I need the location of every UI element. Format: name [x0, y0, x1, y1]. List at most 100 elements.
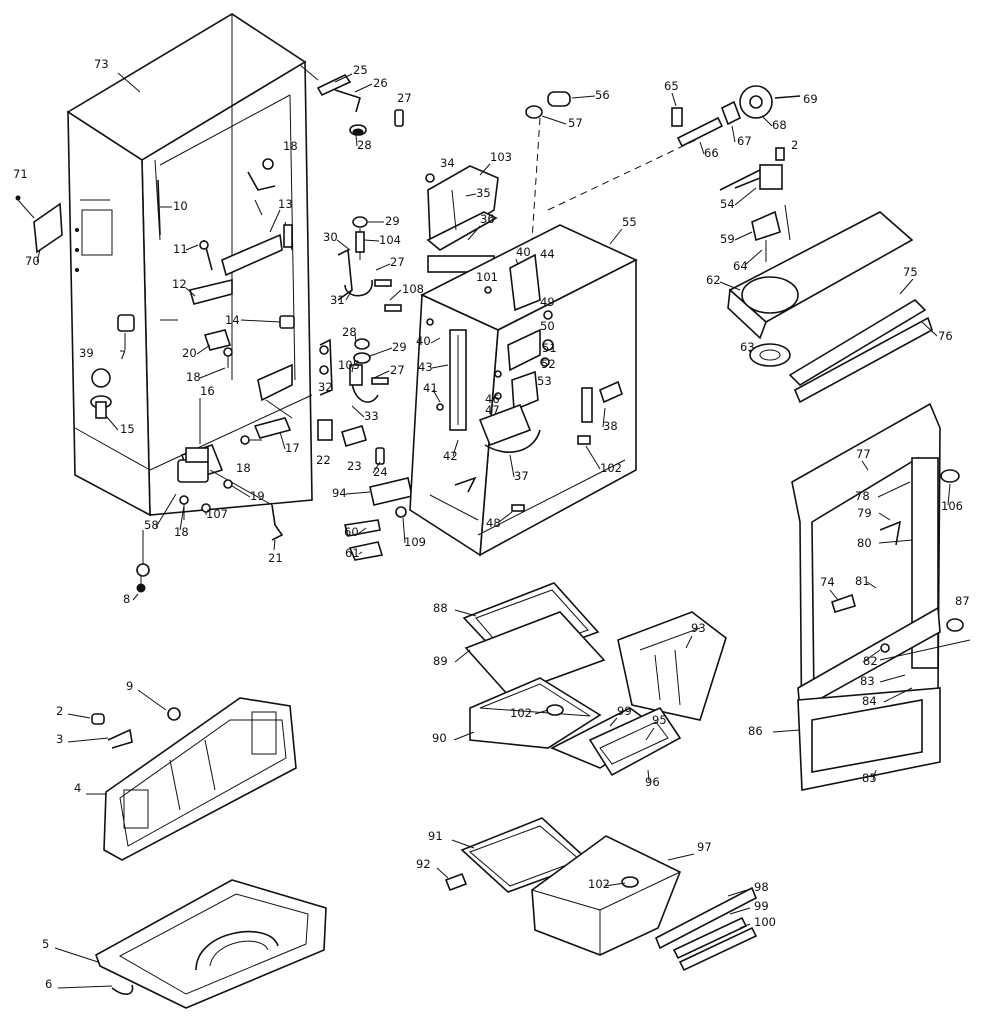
part-label: 27 [390, 255, 405, 269]
part-label: 60 [344, 525, 359, 539]
part-label: 32 [318, 380, 333, 394]
part-label: 21 [268, 551, 283, 565]
part-label: 82 [863, 654, 878, 668]
part-label: 66 [704, 146, 719, 160]
part-label: 87 [955, 594, 970, 608]
leader-line [879, 674, 906, 683]
relay-assembly [136, 435, 284, 593]
leader-line [453, 731, 475, 741]
leader-line [372, 461, 381, 474]
part-label: 3 [56, 732, 63, 746]
leader-line [602, 407, 606, 428]
part-label: 100 [754, 915, 776, 929]
leader-line [375, 263, 391, 271]
part-label: 61 [345, 546, 360, 560]
part-label: 34 [440, 156, 455, 170]
leader-line [454, 609, 477, 617]
leader-line [67, 713, 91, 719]
leader-line [273, 539, 276, 551]
part-label: 18 [236, 461, 251, 475]
cabinet-internal-parts [90, 158, 295, 439]
part-label: 105 [338, 358, 360, 372]
part-label: 102 [510, 706, 532, 720]
part-label: 48 [486, 516, 501, 530]
leader-line [872, 769, 877, 781]
part-label: 53 [537, 374, 552, 388]
lower-drawer [444, 817, 758, 972]
leader-line [54, 947, 99, 963]
part-label: 6 [45, 977, 52, 991]
leader-line [878, 539, 913, 544]
leader-line [866, 581, 877, 589]
part-label: 40 [416, 334, 431, 348]
leader-line [436, 867, 449, 879]
leader-line [479, 163, 491, 176]
leader-line [498, 511, 513, 523]
part-label: 18 [174, 525, 189, 539]
leader-line [358, 551, 363, 555]
leader-line [647, 769, 650, 782]
part-label: 15 [120, 422, 135, 436]
part-label: 103 [490, 150, 512, 164]
part-label: 62 [706, 273, 721, 287]
leader-line [878, 512, 891, 521]
control-housing [425, 165, 499, 273]
fan-motor-assembly [525, 85, 801, 262]
part-label: 5 [42, 937, 49, 951]
part-label: 70 [25, 254, 40, 268]
part-label: 98 [754, 880, 769, 894]
leader-line [155, 493, 177, 528]
part-label: 38 [603, 419, 618, 433]
leader-line [240, 319, 281, 323]
part-label: 2 [56, 704, 63, 718]
part-label: 24 [373, 465, 388, 479]
part-label: 77 [856, 447, 871, 461]
leader-line [351, 405, 365, 418]
part-label: 51 [542, 341, 557, 355]
leader-line [739, 923, 751, 929]
leader-line [861, 460, 869, 471]
part-label: 13 [278, 197, 293, 211]
part-label: 67 [737, 134, 752, 148]
part-label: 54 [720, 197, 735, 211]
part-label: 2 [791, 138, 798, 152]
door-gasket-frame [791, 402, 971, 791]
part-label: 90 [432, 731, 447, 745]
part-label: 88 [433, 601, 448, 615]
leader-line [671, 92, 677, 107]
part-label: 79 [857, 506, 872, 520]
part-label: 33 [364, 409, 379, 423]
part-label: 91 [428, 829, 443, 843]
part-label: 49 [540, 295, 555, 309]
leader-line [877, 481, 911, 498]
leader-line [389, 289, 402, 301]
part-label: 89 [433, 654, 448, 668]
part-label: 7 [119, 348, 126, 362]
part-label: 9 [126, 679, 133, 693]
leader-line [363, 239, 380, 242]
control-panel-housing [91, 697, 297, 861]
leader-line [609, 717, 618, 727]
part-label: 101 [476, 270, 498, 284]
leader-line [402, 517, 406, 544]
fresh-food-liner [409, 224, 638, 557]
leader-line [744, 249, 763, 266]
part-label: 12 [172, 277, 187, 291]
part-label: 104 [379, 233, 401, 247]
part-label: 41 [423, 381, 438, 395]
leader-line [772, 729, 801, 733]
part-label: 31 [330, 293, 345, 307]
leader-line [645, 727, 655, 741]
part-label: 43 [418, 360, 433, 374]
part-label: 58 [144, 518, 159, 532]
leader-line [432, 389, 441, 403]
drain-pan [95, 879, 327, 1009]
part-label: 86 [748, 724, 763, 738]
part-label: 25 [353, 63, 368, 77]
part-label: 28 [357, 138, 372, 152]
leader-line [430, 337, 441, 344]
part-label: 44 [540, 247, 555, 261]
leader-line [862, 649, 881, 663]
leader-line [269, 209, 281, 233]
part-label: 94 [332, 486, 347, 500]
